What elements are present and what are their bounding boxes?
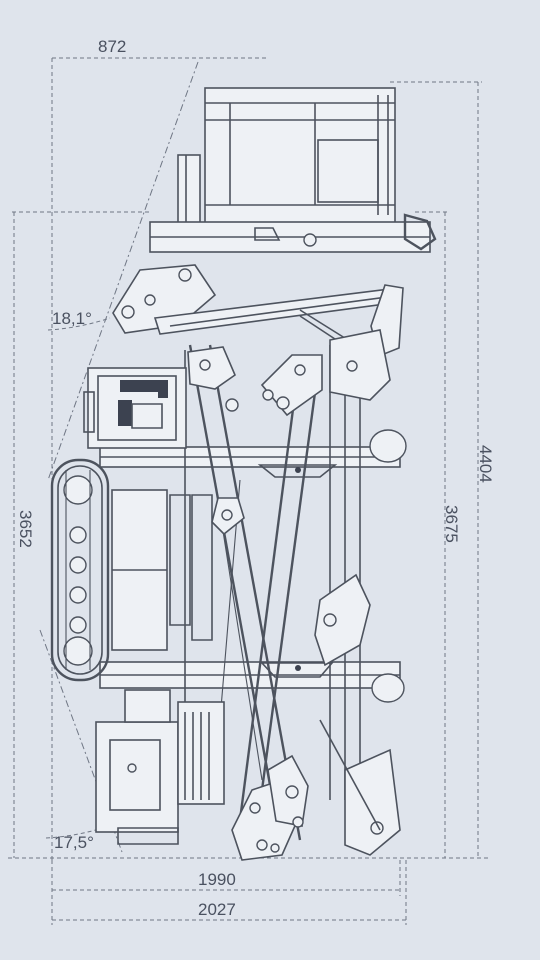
dim-stowed-length: 3652 — [16, 510, 35, 548]
dim-width-outer: 2027 — [198, 900, 236, 919]
dim-overall-height: 4404 — [476, 445, 495, 483]
power-unit — [95, 689, 225, 845]
dim-angle-upper: 18,1° — [52, 309, 92, 328]
dim-angle-lower: 17,5° — [54, 833, 94, 852]
upper-boom — [99, 429, 407, 478]
dim-platform-height: 3675 — [442, 505, 461, 543]
crawler-track — [50, 458, 168, 682]
platform-basket — [149, 87, 437, 253]
engine-housing — [83, 367, 187, 449]
boom-linkage — [169, 329, 401, 861]
dim-top-width: 872 — [98, 37, 126, 56]
dim-width-inner: 1990 — [198, 870, 236, 889]
jib-arm — [112, 264, 404, 367]
